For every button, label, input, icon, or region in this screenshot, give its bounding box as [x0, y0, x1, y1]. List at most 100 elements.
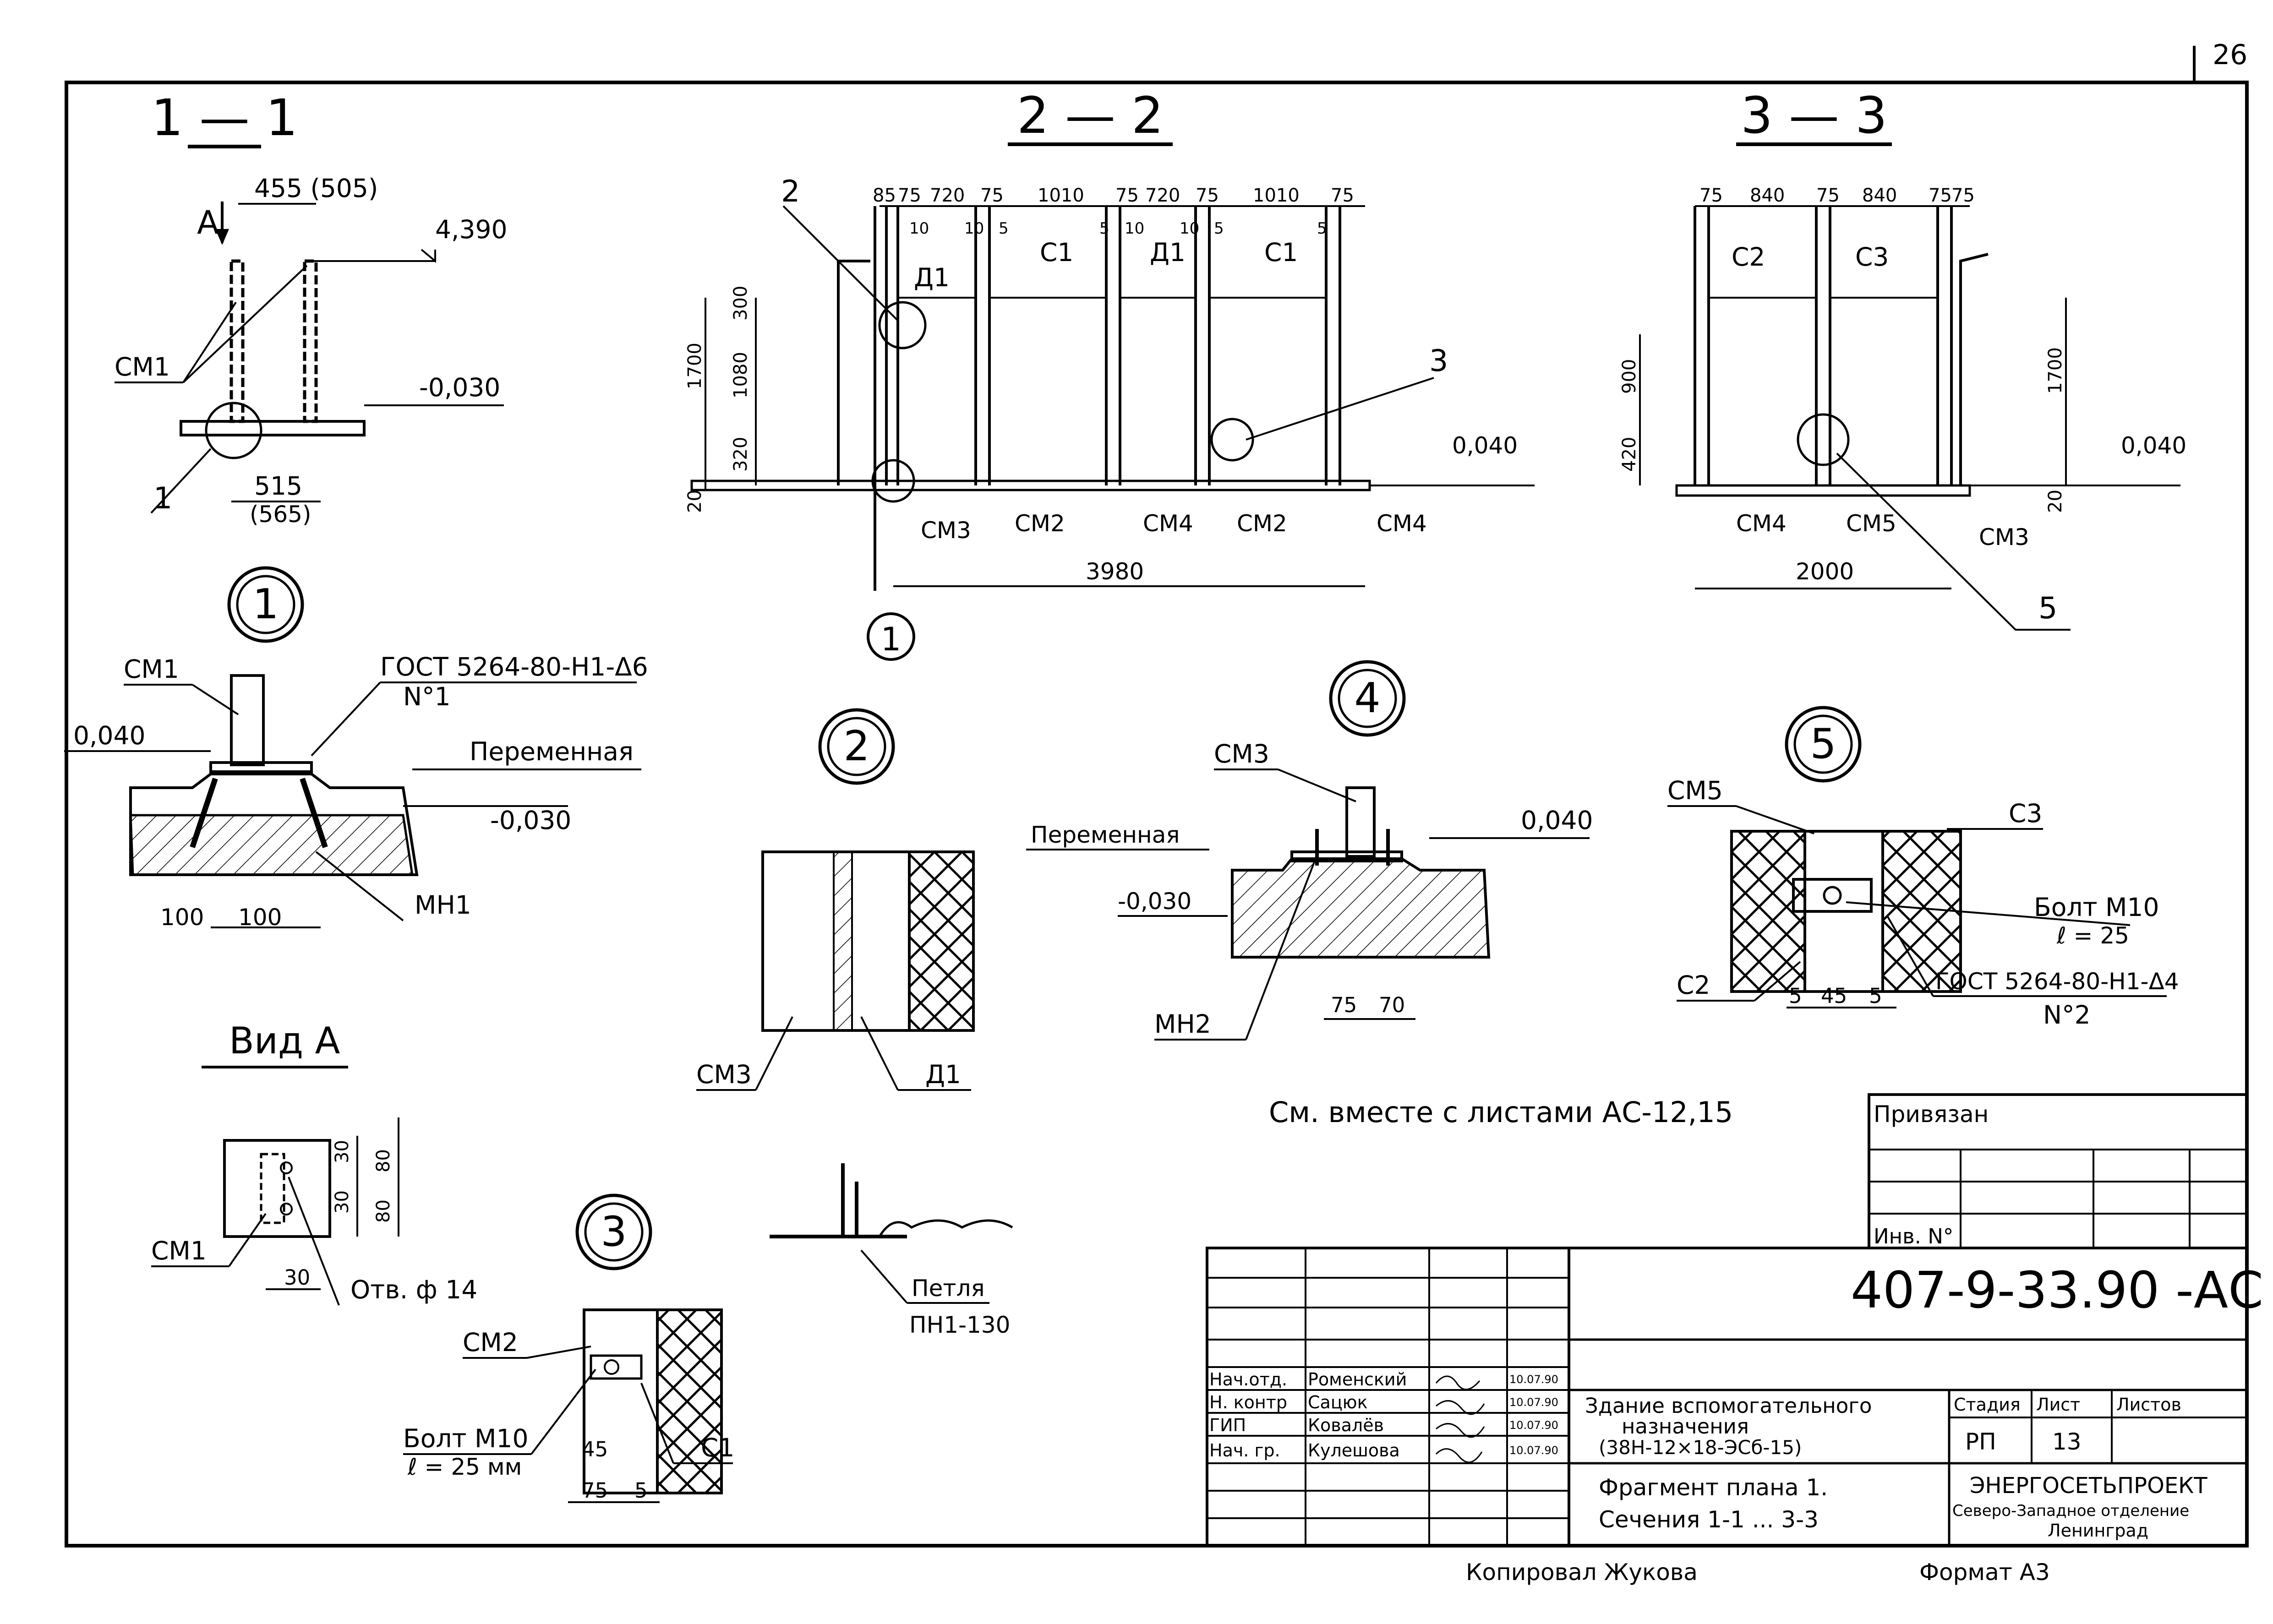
elev-top: 4,390: [435, 215, 507, 244]
node-3: 3 СМ2 Болт М10 ℓ = 25 мм 45 75 5 С1: [403, 1193, 734, 1503]
subdim-2-3: 5: [1099, 219, 1109, 238]
elev-bottom: -0,030: [419, 373, 500, 402]
node-2-right: Д1: [925, 1060, 961, 1089]
sheet-frame: [65, 81, 2249, 1548]
dim-2-0: 85: [873, 185, 896, 206]
role-2: ГИП: [1209, 1415, 1246, 1435]
section-3-3: 3 — 3 75 840 75 840 75 75 С2 С3: [1619, 86, 2186, 631]
node-1-weld-no: N°1: [403, 682, 451, 711]
node-4-dim-0: 75: [1331, 993, 1357, 1017]
view-a-member: СМ1: [151, 1236, 207, 1265]
name-3: Кулешова: [1308, 1440, 1400, 1461]
node-4-anchor: МН2: [1154, 1009, 1211, 1039]
stage-value: РП: [1965, 1428, 1996, 1455]
title-block: Привязан Инв. N° Нач.отд. Н. кон: [1206, 1093, 2263, 1547]
panel-3-0: С2: [1732, 242, 1765, 272]
callout-3: 3: [1429, 344, 1448, 378]
copied-by: Копировал Жукова: [1466, 1559, 1698, 1586]
node-1-member: СМ1: [124, 654, 179, 684]
panel-2-1: С1: [1040, 238, 1073, 267]
callout-1: 1: [153, 481, 172, 516]
dim-3-0: 75: [1699, 185, 1723, 206]
bl-3-1: СМ5: [1846, 510, 1896, 537]
elev-3: 0,040: [2121, 432, 2186, 459]
dim-2-9: 75: [1331, 185, 1354, 206]
node-1-num: 1: [252, 580, 279, 628]
view-arrow-label: А: [197, 204, 219, 241]
name-2: Ковалёв: [1308, 1415, 1384, 1435]
node-1-dim-0: 100: [160, 904, 204, 931]
node-4-elev-top: 0,040: [1521, 806, 1593, 835]
role-0: Нач.отд.: [1209, 1369, 1287, 1390]
panel-2-0: Д1: [914, 263, 950, 292]
dim-3-1: 840: [1750, 185, 1785, 206]
node-1-anchor: МН1: [415, 890, 471, 920]
view-a-dim-3: 80: [373, 1199, 394, 1223]
node-3-dim-1: 75: [582, 1478, 608, 1503]
bl-3-0: СМ4: [1736, 510, 1787, 537]
ldim-2-2: 1080: [730, 352, 751, 398]
name-1: Сацюк: [1308, 1392, 1368, 1412]
overall-2: 3980: [1086, 558, 1144, 585]
view-a-title: Вид А: [229, 1019, 340, 1062]
section-2-2: 2 — 2 85 75 720 75 1010 75 720 75 1010 7…: [684, 86, 1535, 661]
stamp-tied: Привязан: [1874, 1101, 1989, 1128]
node-5-bolt-len: ℓ = 25: [2056, 922, 2129, 949]
view-a: Вид А 30 80 30 80 СМ1 30 Отв. ф 14: [151, 1019, 477, 1306]
subdim-2-2: 5: [999, 219, 1009, 238]
role-3: Нач. гр.: [1209, 1440, 1280, 1461]
view-a-dim-0: 30: [332, 1140, 353, 1163]
node-5-panel-right: С3: [2009, 799, 2042, 828]
node-4-member: СМ3: [1214, 739, 1269, 768]
sheet-title-1: Сечения 1-1 ... 3-3: [1599, 1506, 1819, 1533]
view-a-hole: Отв. ф 14: [350, 1275, 477, 1304]
panel-3-1: С3: [1855, 242, 1889, 272]
node-1-weld: ГОСТ 5264-80-Н1-Δ6: [380, 652, 648, 681]
node-3-bolt: Болт М10: [403, 1424, 529, 1453]
dim-2-5: 75: [1115, 185, 1139, 206]
dim-2-7: 75: [1196, 185, 1219, 206]
node-1-elev-bottom: -0,030: [490, 806, 571, 835]
ldim-3-0: 900: [1619, 359, 1640, 394]
view-a-dim-1: 80: [373, 1149, 394, 1172]
node-1: 1 СМ1 ГОСТ 5264-80-Н1-Δ6 N°1 0,040 Перем…: [64, 566, 648, 931]
node-2-left: СМ3: [696, 1060, 752, 1089]
date-3: 10.07.90: [1509, 1444, 1558, 1457]
project-2: (38Н-12×18-ЭСб-15): [1599, 1436, 1802, 1459]
sheet-value: 13: [2052, 1428, 2082, 1455]
node-3-dim-0: 45: [582, 1437, 608, 1461]
elev-2: 0,040: [1452, 432, 1518, 459]
node-5-weld: ГОСТ 5264-80-Н1-Δ4: [1935, 968, 2179, 995]
date-1: 10.07.90: [1509, 1396, 1558, 1409]
node-4-num: 4: [1354, 674, 1380, 722]
bl-2-1: СМ2: [1015, 510, 1065, 537]
ldim-2-0: 1700: [684, 343, 705, 389]
subdim-2-1: 10: [964, 219, 984, 238]
overall-3: 2000: [1796, 558, 1854, 585]
section-1-1-title: 1 — 1: [151, 88, 298, 147]
dim-2-8: 1010: [1253, 185, 1300, 206]
org-0: ЭНЕРГОСЕТЬПРОЕКТ: [1970, 1473, 2207, 1499]
node-1-variable: Переменная: [470, 737, 634, 766]
dim-2-1: 75: [898, 185, 921, 206]
loop-detail: Петля ПН1-130: [770, 1163, 1013, 1338]
project-0: Здание вспомогательного: [1585, 1394, 1872, 1418]
section-1-1: 1 — 1 А 455 (505) 4,390 -0,030 СМ1 515 (…: [115, 88, 507, 528]
node-2-num: 2: [843, 722, 869, 770]
note: См. вместе с листами АС-12,15: [1269, 1095, 1733, 1129]
ldim-2-1: 300: [730, 286, 751, 321]
dim-3-5: 75: [1951, 185, 1975, 206]
stamp-inv: Инв. N°: [1874, 1224, 1953, 1248]
node-4: 4 СМ3 Переменная 0,040 -0,030 75 70 МН2: [1026, 660, 1593, 1041]
node-5-dim-0: 5: [1789, 984, 1802, 1008]
node-3-num: 3: [601, 1208, 627, 1256]
rdim-3-0: 1700: [2045, 347, 2066, 394]
node-3-bolt-len: ℓ = 25 мм: [407, 1454, 522, 1480]
node-3-member: СМ2: [463, 1328, 518, 1357]
dim-2-3: 75: [980, 185, 1004, 206]
node-3-panel: С1: [701, 1433, 734, 1462]
dim-2-4: 1010: [1038, 185, 1084, 206]
node-4-variable: Переменная: [1031, 822, 1180, 848]
node-4-dim-1: 70: [1379, 993, 1405, 1017]
